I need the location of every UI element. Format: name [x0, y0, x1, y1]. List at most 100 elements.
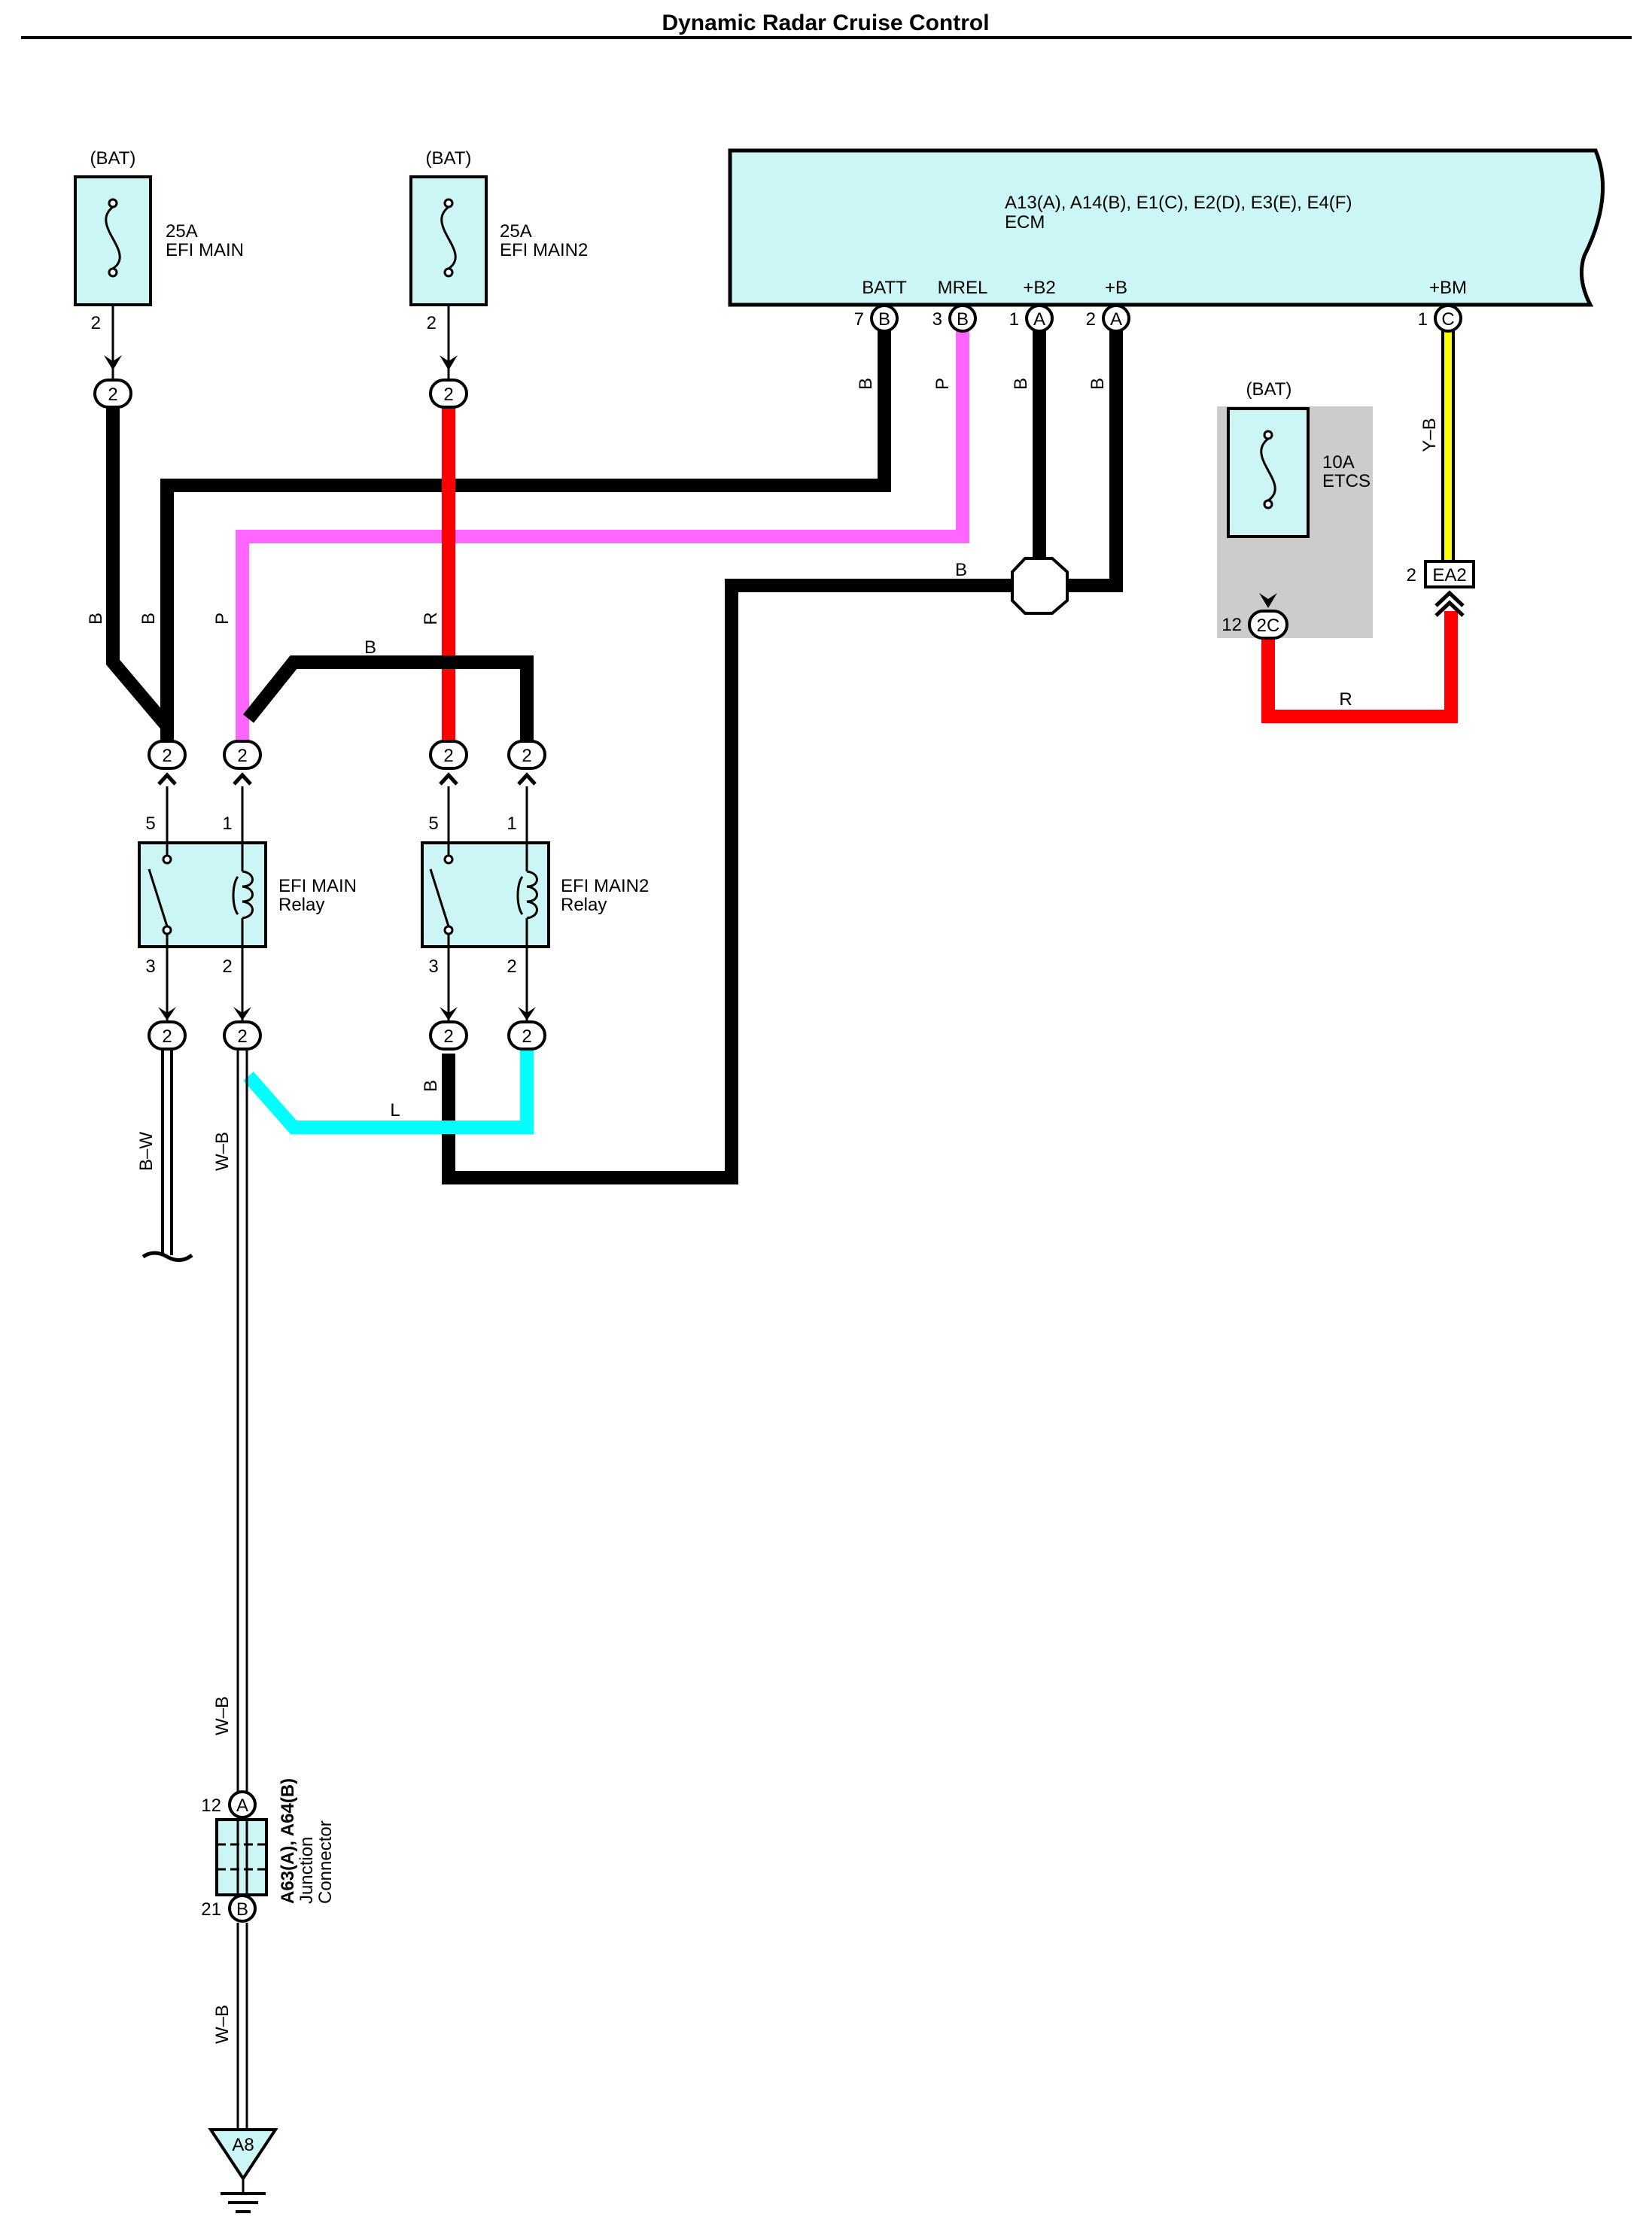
- relay2-conn-3-bottom: [429, 1020, 468, 1051]
- connector-ea2-pin: 2: [1407, 565, 1416, 585]
- fuse-efi-main: (BAT) 25A EFI MAIN 2 2: [74, 148, 244, 409]
- junction-body: [215, 1818, 268, 1896]
- relay1-sub: Relay: [278, 895, 324, 915]
- relay1-name: EFI MAIN: [278, 876, 357, 896]
- wire-label: B: [86, 613, 106, 625]
- svg-text:C: C: [1441, 309, 1454, 330]
- ground-symbol: A8: [208, 2128, 278, 2213]
- relay2-conn-2-bottom: [507, 1020, 546, 1051]
- arrow-icon: [440, 1007, 458, 1020]
- svg-text:2: 2: [162, 1026, 172, 1047]
- relay1-switch: [148, 868, 169, 927]
- relay-efi-main2: 2 2 5 1 EFI MAIN2 Relay 3 2 2 2: [421, 740, 649, 1051]
- wire-label: B: [364, 637, 376, 658]
- fuse-efi-main-rating: 25A: [166, 221, 198, 242]
- fuse-leads: [111, 305, 1266, 613]
- arrow-icon: [104, 355, 122, 370]
- ecm-terminal-b-connector: [1102, 304, 1130, 333]
- junction-bottom-pin: 21: [201, 1899, 221, 1920]
- ecm-terminal-bm-connector: [1434, 304, 1462, 333]
- ecm-terminal-batt-pin: 7: [854, 309, 864, 330]
- fuse-etcs-pin: 12: [1222, 615, 1242, 635]
- ecm-terminal-mrel-label: MREL: [938, 278, 988, 298]
- svg-text:2: 2: [162, 746, 172, 766]
- wire-relay2-l: [243, 1050, 534, 1134]
- relay1-conn-3-bottom: [148, 1020, 187, 1051]
- ecm-terminal-mrel-connector: [948, 304, 977, 333]
- wire-label: B: [138, 613, 159, 625]
- chevron-up-icon: [157, 772, 177, 786]
- wire-label: L: [390, 1100, 400, 1121]
- wire-label: R: [421, 612, 441, 625]
- arrow-icon: [158, 1007, 176, 1020]
- wire-splice-out: [442, 579, 1012, 1184]
- svg-text:2: 2: [237, 746, 247, 766]
- fuse-etcs: (BAT) 10A ETCS 12 2C: [1217, 379, 1373, 640]
- ecm-terminal-bm-pin: 1: [1418, 309, 1428, 330]
- svg-text:2: 2: [522, 746, 531, 766]
- fuse-efi-main2-source: (BAT): [426, 148, 472, 169]
- svg-text:2C: 2C: [1257, 616, 1280, 636]
- svg-text:2: 2: [108, 385, 117, 405]
- fuse-efi-main-pin: 2: [91, 313, 101, 333]
- wire-label: W–B: [212, 1132, 233, 1171]
- junction-line2: Junction: [297, 1837, 317, 1904]
- wire-label: B: [856, 378, 876, 390]
- relay1-conn-5-top: [148, 740, 187, 770]
- svg-text:A: A: [1033, 309, 1045, 330]
- ecm-box: [728, 148, 1605, 307]
- svg-text:A: A: [1110, 309, 1122, 330]
- ecm-terminal-b2-pin: 1: [1009, 309, 1019, 330]
- ecm-terminal-b2-connector: [1025, 304, 1054, 333]
- ecm-terminal-b2-label: +B2: [1023, 278, 1055, 298]
- chevron-up-icon: [233, 772, 252, 786]
- ecm-terminal-bm-label: +BM: [1429, 278, 1467, 298]
- wire-etcs: [1261, 611, 1458, 723]
- junction-name: A63(A), A64(B): [278, 1778, 298, 1904]
- fuse-efi-main2: (BAT) 25A EFI MAIN2 2 2: [409, 148, 588, 409]
- arrow-icon: [440, 355, 458, 370]
- svg-text:B: B: [878, 309, 890, 330]
- wires: [106, 331, 1458, 2130]
- ecm-terminal-batt-label: BATT: [862, 278, 907, 298]
- wire-label: B: [1088, 378, 1108, 390]
- connector-ea2-label: EA2: [1432, 565, 1466, 585]
- fuse-etcs-source: (BAT): [1246, 379, 1292, 400]
- arrow-icon: [1259, 593, 1277, 608]
- svg-text:B: B: [236, 1899, 248, 1920]
- relay2-body: [421, 841, 550, 948]
- ecm-connectors: A13(A), A14(B), E1(C), E2(D), E3(E), E4(…: [1005, 193, 1352, 213]
- relay1-pin-2: 2: [222, 956, 232, 977]
- wire-relay-bridge: [242, 655, 534, 741]
- wire-labels: B B P R B B P B B B Y–B R L B B–W W–B W–…: [86, 378, 1440, 2044]
- coil-icon: [242, 870, 254, 920]
- ecm-terminal-b-label: +B: [1105, 278, 1127, 298]
- wire-mrel: [236, 331, 969, 741]
- fuse-etcs-name: ETCS: [1322, 471, 1371, 491]
- fuse-efi-main2-pin: 2: [427, 313, 437, 333]
- relay1-pin-1: 1: [222, 813, 232, 834]
- svg-text:2: 2: [443, 746, 453, 766]
- relay1-conn-1-top: [223, 740, 262, 770]
- arrow-icon: [518, 1007, 536, 1020]
- wire-batt: [160, 331, 891, 741]
- page-title: Dynamic Radar Cruise Control: [662, 11, 989, 35]
- relay2-pin-3: 3: [428, 956, 438, 977]
- splice-point: [1011, 557, 1069, 615]
- fuse-efi-main2-rating: 25A: [500, 221, 532, 242]
- relay1-pin-3: 3: [145, 956, 155, 977]
- svg-text:2: 2: [522, 1026, 531, 1047]
- wire-label: W–B: [212, 1696, 233, 1735]
- relay2-pin-2: 2: [507, 956, 516, 977]
- chevron-up-icon: [1434, 600, 1465, 617]
- svg-text:2: 2: [443, 1026, 453, 1047]
- wire-label: Y–B: [1419, 418, 1440, 452]
- relay2-sub: Relay: [561, 895, 607, 915]
- wire-label: B–W: [136, 1132, 157, 1171]
- relay2-pin-1: 1: [507, 813, 516, 834]
- wire-label: B: [421, 1080, 441, 1092]
- svg-text:B: B: [957, 309, 969, 330]
- relay2-conn-5-top: [429, 740, 468, 770]
- junction-connector: 12 A 21 B A63(A), A64(B) Junction Connec…: [201, 1778, 336, 1923]
